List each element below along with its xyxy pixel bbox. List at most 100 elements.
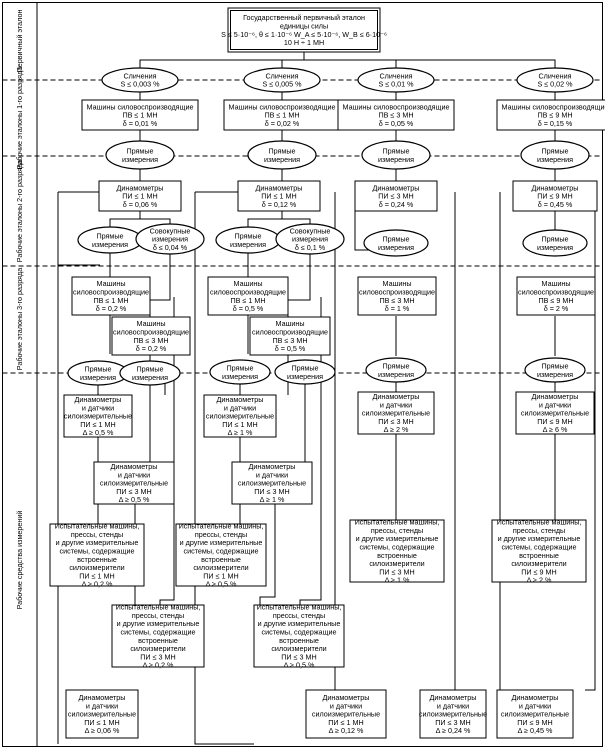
third-rank-machine-box-6-line: силовоспроизводящие xyxy=(518,288,594,297)
working-dynamometer-box-1-line: силоизмерительные xyxy=(64,412,132,421)
test-machine-box-1-line: прессы, стенды xyxy=(71,530,123,539)
test-machine-box-4-line: системы, содержащие xyxy=(502,543,577,552)
direct-measurement-ellipse-line: измерения xyxy=(537,370,573,379)
direct-measurement-ellipse-1-line: Прямые xyxy=(126,146,153,155)
comparison-ellipse-2-line: S ≤ 0,005 % xyxy=(262,80,302,89)
working-dynamometer-box-5-line: Δ ≥ 2 % xyxy=(384,425,409,434)
connector-line xyxy=(585,192,596,691)
bottom-dynamometer-box-1-line: Динамометры xyxy=(79,693,126,702)
test-machine-box-1-line: ПИ ≤ 1 МН xyxy=(79,571,114,580)
direct-measurement-ellipse-line: измерения xyxy=(80,373,116,382)
direct-measurement-ellipse-line: Прямые xyxy=(291,364,318,373)
second-rank-dynamometer-box-2-line: ПИ ≤ 1 МН xyxy=(261,192,296,201)
bottom-dynamometer-box-2-line: ПИ ≤ 1 МН xyxy=(328,718,363,727)
direct-measurement-ellipse-line: измерения xyxy=(230,240,266,249)
direct-measurement-ellipse-line: измерения xyxy=(132,373,168,382)
connector-line xyxy=(282,218,311,225)
comparison-ellipse-4-line: Сличения xyxy=(538,71,571,80)
working-dynamometer-box-3-line: силоизмерительные xyxy=(206,412,274,421)
test-machine-box-4-line: Испытательные машины, xyxy=(497,518,582,527)
connector-line xyxy=(303,52,556,68)
band-label: Рабочие эталоны 3-го разряда xyxy=(15,268,24,370)
band-label: Рабочие эталоны 1-го разряда xyxy=(15,67,24,169)
third-rank-machine-box-5-line: силовоспроизводящие xyxy=(359,288,435,297)
second-rank-dynamometer-box-1-line: Динамометры xyxy=(117,183,164,192)
test-machine-box-1-line: встроенные xyxy=(77,555,117,564)
bottom-dynamometer-box-1-line: ПИ ≤ 1 МН xyxy=(84,718,119,727)
test-machine-box-3-line: и другие измерительные xyxy=(356,534,439,543)
connector-line xyxy=(140,218,171,225)
band-label: Рабочие эталоны 2-го разряда xyxy=(15,160,24,262)
direct-measurement-ellipse-line: Прямые xyxy=(541,362,568,371)
working-dynamometer-box-5-line: силоизмерительные xyxy=(362,409,430,418)
working-dynamometer-box-3-line: Динамометры xyxy=(217,395,264,404)
combined-measurement-ellipse-2-line: δ ≤ 0,1 % xyxy=(295,243,326,252)
working-dynamometer-box-5-line: и датчики xyxy=(380,400,412,409)
bottom-dynamometer-box-1-line: и датчики xyxy=(86,701,118,710)
first-rank-machine-box-3-line: δ = 0,05 % xyxy=(379,119,414,128)
third-rank-machine-box-1-line: силовоспроизводящие xyxy=(73,288,149,297)
bottom-dynamometer-box-2-line: и датчики xyxy=(330,701,362,710)
direct-measurement-ellipse-line: Прямые xyxy=(541,234,568,243)
first-rank-machine-box-4-line: Машины силовоспроизводящие xyxy=(502,102,605,111)
third-rank-machine-box-2-line: δ = 0,2 % xyxy=(136,344,167,353)
working-dynamometer-box-6-line: силоизмерительные xyxy=(521,409,589,418)
connector-line xyxy=(287,253,311,317)
primary-standard-box-line: S ≤ 5·10⁻⁶, θ ≤ 1·10⁻⁶ W_A ≤ 5·10⁻⁶, W_B… xyxy=(221,30,387,39)
bottom-dynamometer-box-3-line: Динамометры xyxy=(430,693,477,702)
test-machine-box-3-line: системы, содержащие xyxy=(360,543,435,552)
connector-line xyxy=(299,297,322,606)
test-machine-box-5-line: прессы, стенды xyxy=(132,611,184,620)
direct-measurement-ellipse-line: измерения xyxy=(537,243,573,252)
test-machine-box-5-line: ПИ ≤ 3 МН xyxy=(140,652,175,661)
third-rank-machine-box-1-line: δ = 0,2 % xyxy=(96,304,127,313)
connector-line xyxy=(149,253,171,317)
primary-standard-box-line: 10 Н ÷ 1 МН xyxy=(284,38,324,47)
combined-measurement-ellipse-2-line: измерения xyxy=(292,235,328,244)
direct-measurement-ellipse-2-line: Прямые xyxy=(268,146,295,155)
working-dynamometer-box-1-line: ПИ ≤ 1 МН xyxy=(80,420,115,429)
test-machine-box-3-line: Испытательные машины, xyxy=(355,518,440,527)
node-layer: Государственный первичный эталонединицы … xyxy=(49,7,605,739)
direct-measurement-ellipse-line: измерения xyxy=(378,370,414,379)
third-rank-machine-box-5-line: ПВ ≤ 3 МН xyxy=(379,296,414,305)
working-dynamometer-box-5-line: ПИ ≤ 3 МН xyxy=(378,417,413,426)
connector-layer xyxy=(57,52,596,745)
test-machine-box-2-line: Δ ≥ 0,5 % xyxy=(206,580,237,589)
first-rank-machine-box-4-line: δ = 0,15 % xyxy=(538,119,573,128)
third-rank-machine-box-1-line: ПВ ≤ 1 МН xyxy=(93,296,128,305)
bottom-dynamometer-box-4-line: Δ ≥ 0,45 % xyxy=(518,726,553,735)
third-rank-machine-box-3-line: δ = 0,5 % xyxy=(233,304,264,313)
working-dynamometer-box-3-line: ПИ ≤ 1 МН xyxy=(222,420,257,429)
second-rank-dynamometer-box-2-line: Динамометры xyxy=(256,183,303,192)
working-dynamometer-box-2-line: ПИ ≤ 3 МН xyxy=(116,487,151,496)
third-rank-machine-box-3-line: Машины xyxy=(234,279,263,288)
working-dynamometer-box-1-line: Δ ≥ 0,5 % xyxy=(83,428,114,437)
working-dynamometer-box-3-line: Δ ≥ 1 % xyxy=(228,428,253,437)
test-machine-box-2-line: прессы, стенды xyxy=(195,530,247,539)
direct-measurement-ellipse-line: Прямые xyxy=(96,231,123,240)
working-dynamometer-box-2-line: и датчики xyxy=(118,470,150,479)
test-machine-box-4-line: ПИ ≤ 9 МН xyxy=(521,567,556,576)
